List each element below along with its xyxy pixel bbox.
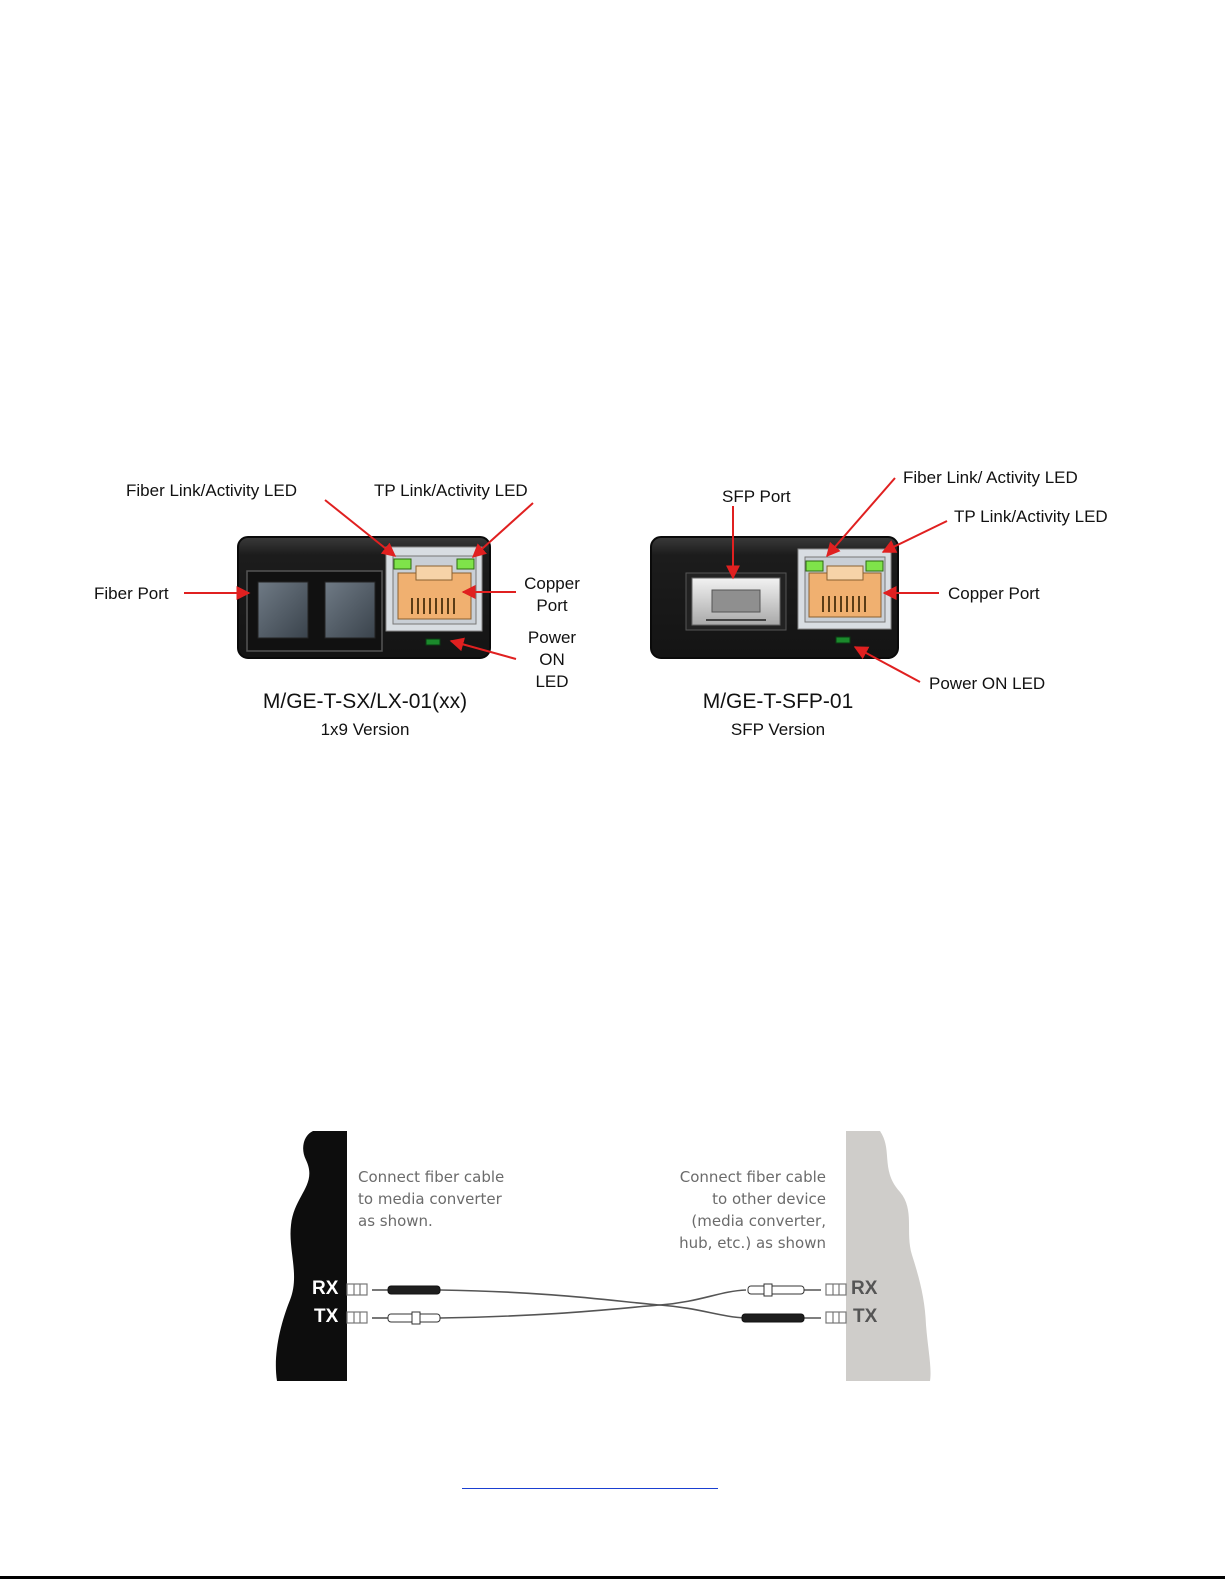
copper-port-label: Copper Port: [948, 584, 1040, 603]
rj45-copper-port: [385, 546, 483, 632]
left-device: [237, 536, 491, 659]
left-connectors: [346, 1283, 368, 1324]
fiber-cables: [372, 1289, 821, 1319]
right-rx-label: RX: [851, 1278, 878, 1299]
rj45-copper-port: [797, 548, 892, 630]
right-device-silhouette: [846, 1131, 931, 1381]
footer-link[interactable]: [462, 1488, 718, 1489]
tp-led: [456, 558, 475, 570]
left-plugs: [387, 1285, 441, 1325]
fiber-led-label: Fiber Link/ Activity LED: [903, 468, 1078, 487]
fiber-led: [805, 560, 824, 572]
fiber-led: [393, 558, 412, 570]
right-connect-note: Connect fiber cable to other device (med…: [679, 1168, 826, 1252]
copper-port-label: Copper Port: [524, 574, 580, 615]
power-led-label: Power ON LED: [929, 674, 1046, 693]
right-tx-label: TX: [853, 1306, 878, 1327]
tp-led-label: TP Link/Activity LED: [954, 507, 1108, 526]
left-connect-note: Connect fiber cable to media converter a…: [358, 1168, 505, 1230]
tp-led: [865, 560, 884, 572]
right-plugs: [741, 1283, 805, 1323]
power-led-label: Power ON LED: [527, 628, 577, 691]
fiber-led-label: Fiber Link/Activity LED: [126, 481, 297, 500]
left-device-silhouette: [275, 1131, 347, 1381]
left-model-name: M/GE-T-SX/LX-01(xx): [262, 690, 468, 713]
right-version: SFP Version: [730, 720, 826, 739]
right-connectors: [825, 1283, 847, 1324]
left-version: 1x9 Version: [320, 720, 410, 739]
power-led: [835, 636, 851, 644]
left-tx-label: TX: [314, 1306, 339, 1327]
sfp-port: [685, 572, 787, 631]
right-model-name: M/GE-T-SFP-01: [702, 690, 854, 713]
tp-led-label: TP Link/Activity LED: [374, 481, 528, 500]
sfp-port-label: SFP Port: [722, 487, 791, 506]
left-rx-label: RX: [312, 1278, 339, 1299]
cabling-figure: [275, 1131, 931, 1381]
device-figure: [184, 477, 948, 683]
power-led: [425, 638, 441, 646]
right-device: [650, 536, 899, 659]
callout-arrows: [184, 477, 948, 683]
page-bottom-rule: [0, 1576, 1225, 1579]
fiber-port-label: Fiber Port: [94, 584, 169, 603]
